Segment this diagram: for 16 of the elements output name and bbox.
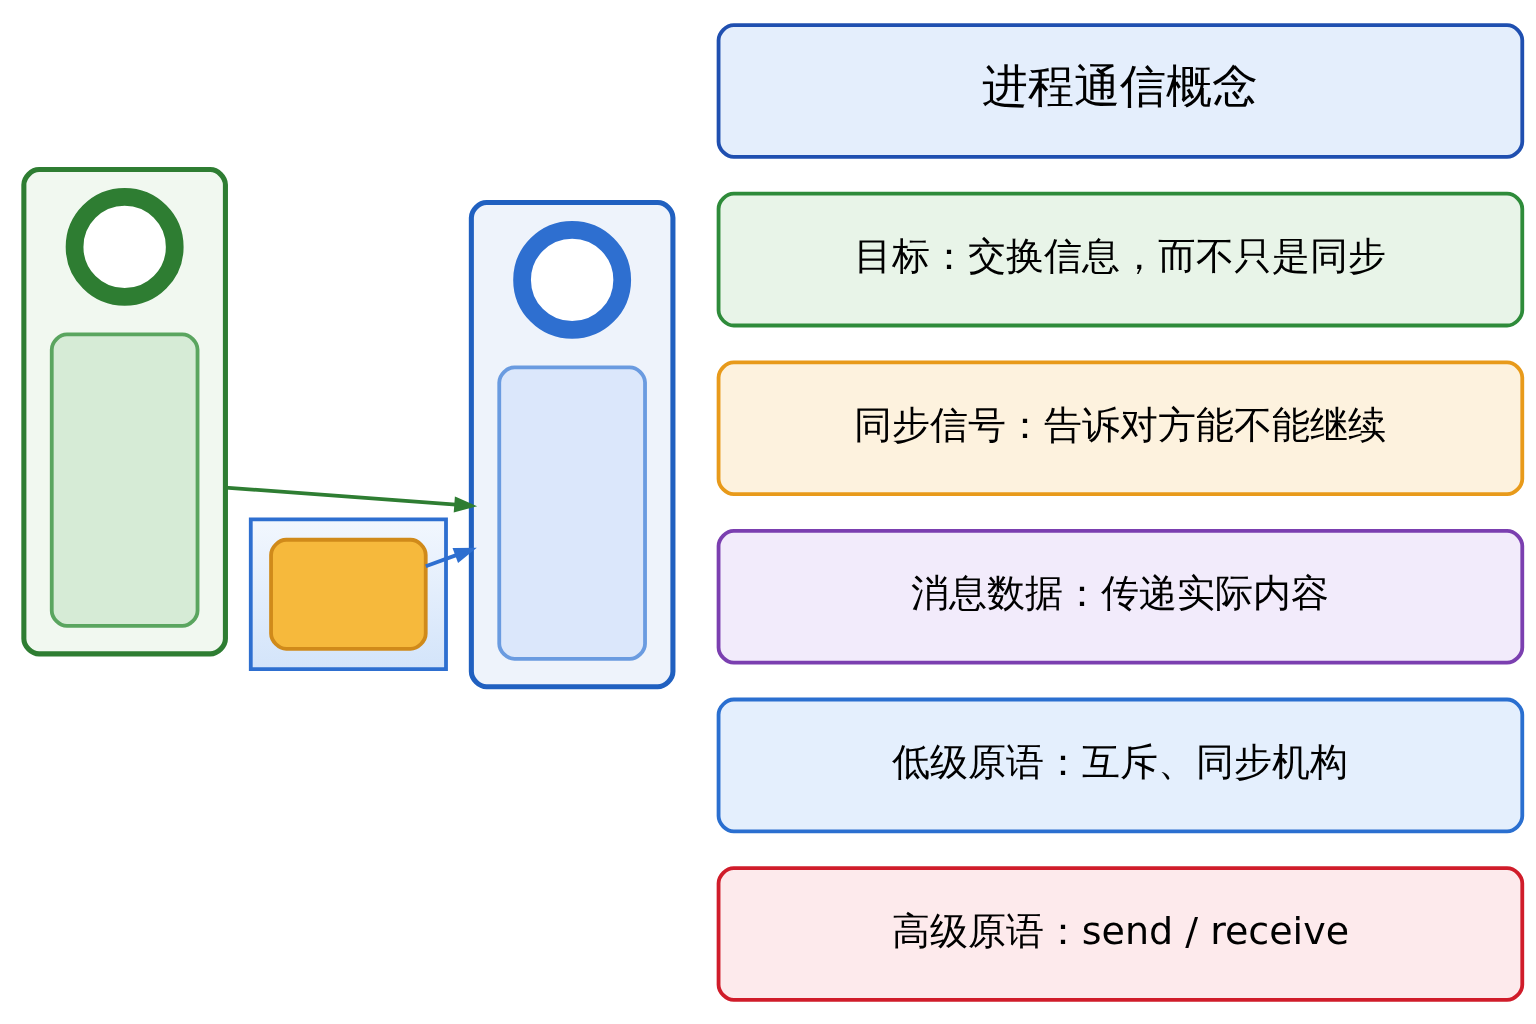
- arrow: [225, 485, 478, 512]
- node-circle: [65, 187, 184, 306]
- cluster: [468, 199, 676, 689]
- node-box: 高级原语：send / receive: [716, 865, 1525, 1002]
- node-circle: [513, 220, 632, 339]
- node-box: 消息数据：传递实际内容: [716, 528, 1525, 665]
- node-box: 进程通信概念: [716, 22, 1525, 159]
- node-box: [269, 537, 428, 651]
- cluster: [21, 166, 228, 656]
- node-box: 同步信号：告诉对方能不能继续: [716, 359, 1525, 496]
- arrow: [425, 547, 477, 568]
- node-box: [497, 364, 647, 661]
- node-box: [49, 332, 200, 628]
- node-box: 低级原语：互斥、同步机构: [716, 697, 1525, 833]
- node-box: 目标：交换信息，而不只是同步: [716, 191, 1525, 327]
- cluster: [248, 517, 448, 671]
